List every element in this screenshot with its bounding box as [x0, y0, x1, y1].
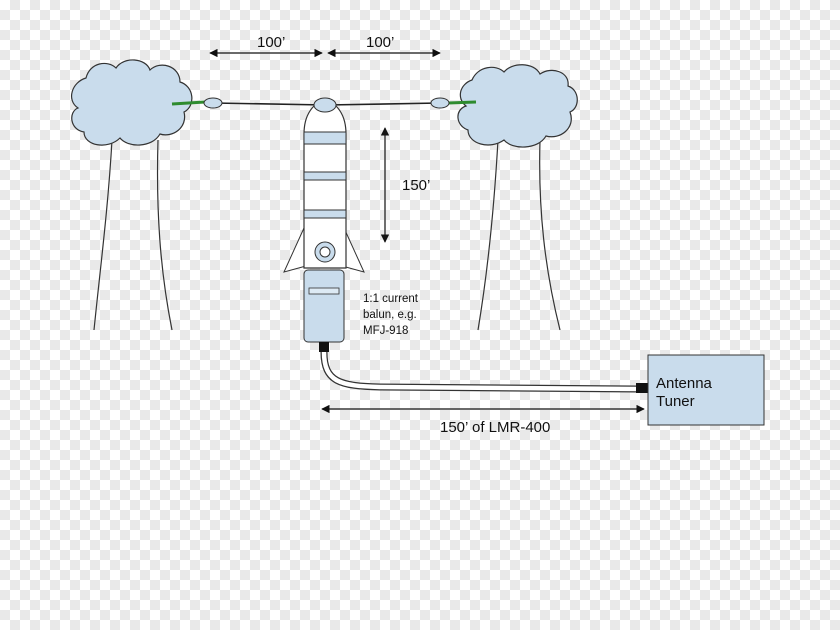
mast-band-3 — [303, 209, 347, 219]
tuner-label-line2: Tuner — [656, 393, 695, 410]
right-end-insulator — [430, 97, 450, 109]
balun-label-line2: balun, e.g. — [363, 309, 417, 321]
mast-body — [303, 105, 347, 269]
antenna-wire-right — [325, 102, 441, 106]
center-mast — [283, 97, 365, 273]
right-tree — [457, 64, 578, 331]
center-insulator — [313, 97, 337, 113]
tuner-label-line1: Antenna — [656, 375, 713, 392]
coax-cable-outer — [320, 351, 637, 393]
left-tree — [70, 59, 193, 331]
tuner-connector — [636, 383, 648, 393]
balun-body — [303, 269, 345, 343]
balun — [303, 269, 345, 352]
left-rope-tie — [171, 100, 206, 106]
mast-band-2 — [303, 171, 347, 181]
right-rope-tie — [447, 100, 477, 105]
coax-length-label: 150’ of LMR-400 — [440, 419, 550, 436]
right-span-label: 100’ — [366, 34, 394, 51]
left-tree-trunk — [93, 139, 173, 331]
antenna-tuner-box — [647, 354, 765, 426]
mast-band-1 — [303, 131, 347, 145]
mast-port-inner — [319, 246, 331, 258]
left-end-insulator — [203, 97, 223, 109]
coax-cable-inner — [321, 351, 637, 392]
balun-label-line3: MFJ-918 — [363, 325, 408, 337]
left-tree-canopy — [70, 59, 193, 146]
balun-label-line1: 1:1 current — [363, 293, 419, 305]
right-tree-canopy — [457, 64, 578, 148]
mast-height-label: 150’ — [402, 177, 430, 194]
balun-cap — [308, 287, 340, 295]
antenna-wire-left — [212, 102, 327, 106]
right-tree-trunk — [477, 139, 561, 331]
left-fin — [283, 227, 307, 273]
balun-connector — [319, 342, 329, 352]
left-span-label: 100’ — [257, 34, 285, 51]
